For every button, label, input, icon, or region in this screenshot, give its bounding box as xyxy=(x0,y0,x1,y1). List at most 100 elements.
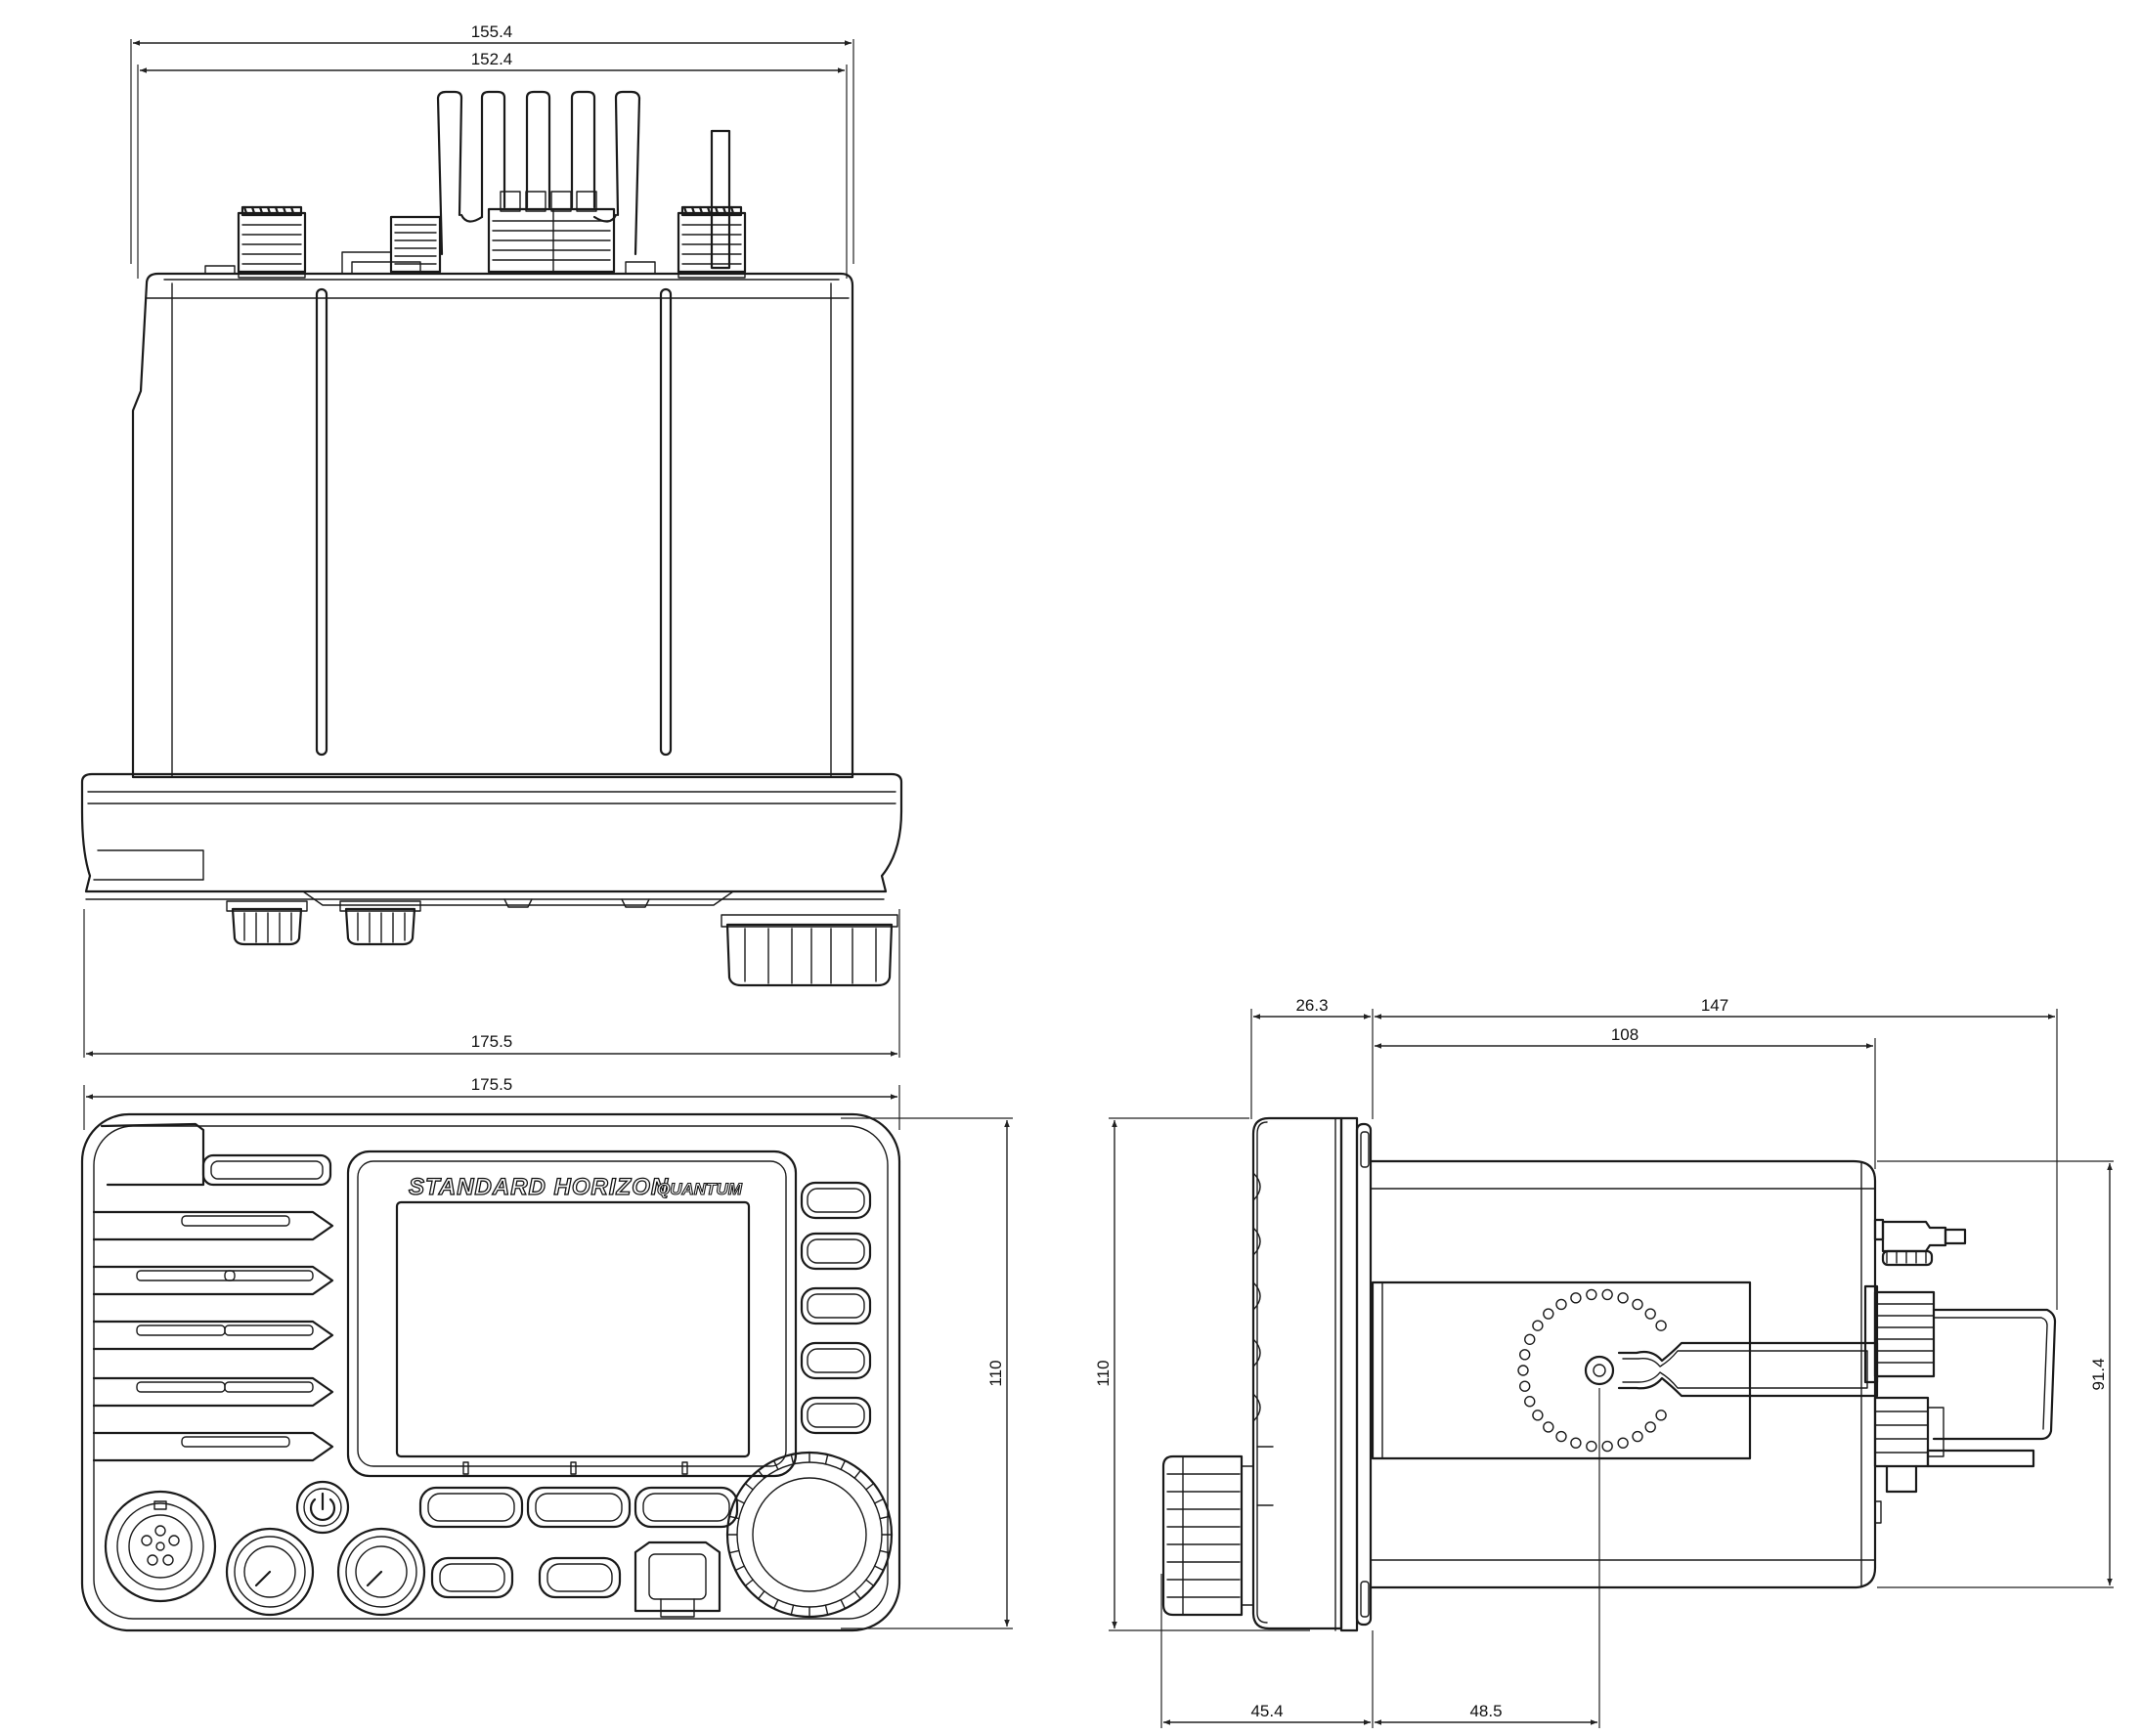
knob-ridge xyxy=(865,1579,875,1587)
side-view: 26.3 147 108 110 91.4 xyxy=(1094,996,2114,1728)
knob-ridge xyxy=(757,1590,765,1600)
knob-ridge xyxy=(744,1482,754,1491)
distress-button-cover[interactable] xyxy=(634,1541,721,1618)
bracket-hole xyxy=(1555,1298,1567,1311)
knob-ridge xyxy=(879,1549,891,1554)
speaker-grille xyxy=(92,1210,334,1462)
side-button-2[interactable] xyxy=(800,1232,872,1271)
bracket-hole xyxy=(1632,1430,1643,1443)
knob-ridge xyxy=(840,1459,847,1471)
bracket-hole xyxy=(1617,1437,1629,1449)
dimension-top-base-width: 175.5 xyxy=(83,909,900,1058)
cooling-fins xyxy=(436,90,641,256)
side-button-3[interactable] xyxy=(800,1286,872,1325)
brand-label: STANDARD HORIZON xyxy=(409,1174,669,1200)
knob-ridge xyxy=(840,1598,847,1610)
model-label: QUANTUM xyxy=(657,1180,743,1198)
knob-ridge xyxy=(728,1549,740,1554)
dimension-label: 147 xyxy=(1701,996,1728,1015)
side-buttons xyxy=(800,1181,872,1435)
dimension-side-body-depth: 108 xyxy=(1375,1025,1876,1169)
dimension-side-height: 110 xyxy=(1094,1117,1310,1631)
bracket-hole xyxy=(1543,1421,1554,1433)
bracket-hole xyxy=(1524,1333,1536,1345)
side-button-5[interactable] xyxy=(800,1396,872,1435)
func-key-1[interactable] xyxy=(430,1556,514,1599)
bracket-hole xyxy=(1655,1320,1667,1331)
ground-stud xyxy=(710,129,731,270)
lcd-screen xyxy=(395,1200,751,1458)
screen-bezel xyxy=(346,1150,798,1478)
bracket-hole xyxy=(1617,1292,1629,1304)
bracket-hole xyxy=(1517,1365,1529,1376)
bracket-hole xyxy=(1586,1288,1597,1301)
soft-key-indicator xyxy=(570,1461,577,1475)
knob-ridge xyxy=(790,1454,795,1465)
knob-ridge xyxy=(873,1497,885,1504)
dimension-label: 26.3 xyxy=(1295,996,1328,1015)
knob-ridge xyxy=(824,1604,829,1616)
side-front-bezel xyxy=(1251,1116,1373,1632)
top-bezel xyxy=(80,772,903,906)
antenna-connector-right xyxy=(677,205,747,279)
bracket-hole xyxy=(1555,1430,1567,1443)
dimension-side-front-depth: 26.3 xyxy=(1250,996,1374,1119)
volume-knob[interactable] xyxy=(225,1527,315,1617)
dimension-side-body-height: 91.4 xyxy=(1877,1160,2114,1588)
soft-key-indicator xyxy=(462,1461,469,1475)
dimension-side-knob-offset: 45.4 xyxy=(1160,1574,1374,1728)
bracket-hole xyxy=(1644,1421,1656,1433)
knob-ridge xyxy=(824,1454,829,1465)
antenna-connector-left xyxy=(237,205,307,279)
knob-ridge xyxy=(865,1482,875,1491)
soft-key-1[interactable] xyxy=(418,1486,524,1529)
bracket-hole xyxy=(1601,1288,1613,1301)
bracket-hole xyxy=(1519,1380,1531,1392)
knob-ridge xyxy=(853,1590,862,1600)
power-button[interactable] xyxy=(295,1480,350,1535)
side-channel-knob xyxy=(1161,1454,1254,1617)
top-knob-2 xyxy=(339,900,421,946)
side-button-1[interactable] xyxy=(800,1181,872,1220)
top-body xyxy=(131,261,854,779)
knob-ridge xyxy=(873,1565,885,1572)
port-block xyxy=(389,215,442,274)
channel-knob[interactable] xyxy=(725,1451,894,1619)
soft-key-2[interactable] xyxy=(526,1486,632,1529)
side-body xyxy=(1369,1159,1879,1589)
bracket-hole xyxy=(1655,1410,1667,1421)
knob-ridge xyxy=(790,1604,795,1616)
bracket-pivot xyxy=(1584,1355,1615,1386)
bracket-hole xyxy=(1570,1437,1582,1449)
knob-ridge xyxy=(744,1579,754,1587)
soft-key-indicator xyxy=(681,1461,688,1475)
bracket-hole xyxy=(1532,1320,1544,1331)
knob-ridge xyxy=(772,1459,779,1471)
bracket-hole-ring xyxy=(1517,1288,1667,1453)
func-key-2[interactable] xyxy=(538,1556,622,1599)
dimension-label: 45.4 xyxy=(1250,1702,1283,1720)
top-knob-3 xyxy=(721,914,898,987)
knob-ridge xyxy=(879,1515,891,1520)
dimension-label: 152.4 xyxy=(471,50,513,68)
bracket-hole xyxy=(1519,1349,1531,1361)
side-profile-buttons xyxy=(1252,1172,1274,1506)
squelch-knob[interactable] xyxy=(336,1527,426,1617)
knob-ridge xyxy=(734,1565,746,1572)
front-housing xyxy=(80,1112,901,1632)
cable-clip xyxy=(341,251,392,275)
dimension-label: 175.5 xyxy=(471,1032,513,1051)
side-button-4[interactable] xyxy=(800,1341,872,1380)
dimension-side-total-depth: 147 xyxy=(1375,996,2058,1310)
soft-key-3[interactable] xyxy=(634,1486,739,1529)
soft-keys xyxy=(418,1486,739,1599)
dimension-label: 110 xyxy=(986,1360,1005,1386)
dimension-label: 110 xyxy=(1094,1360,1113,1386)
bracket-hole xyxy=(1532,1410,1544,1421)
dimension-label: 175.5 xyxy=(471,1075,513,1094)
front-view: 175.5 110 xyxy=(80,1075,1013,1632)
bracket-hole xyxy=(1601,1440,1613,1453)
dimension-front-width: 175.5 xyxy=(83,1075,900,1130)
bracket-hole xyxy=(1543,1308,1554,1320)
